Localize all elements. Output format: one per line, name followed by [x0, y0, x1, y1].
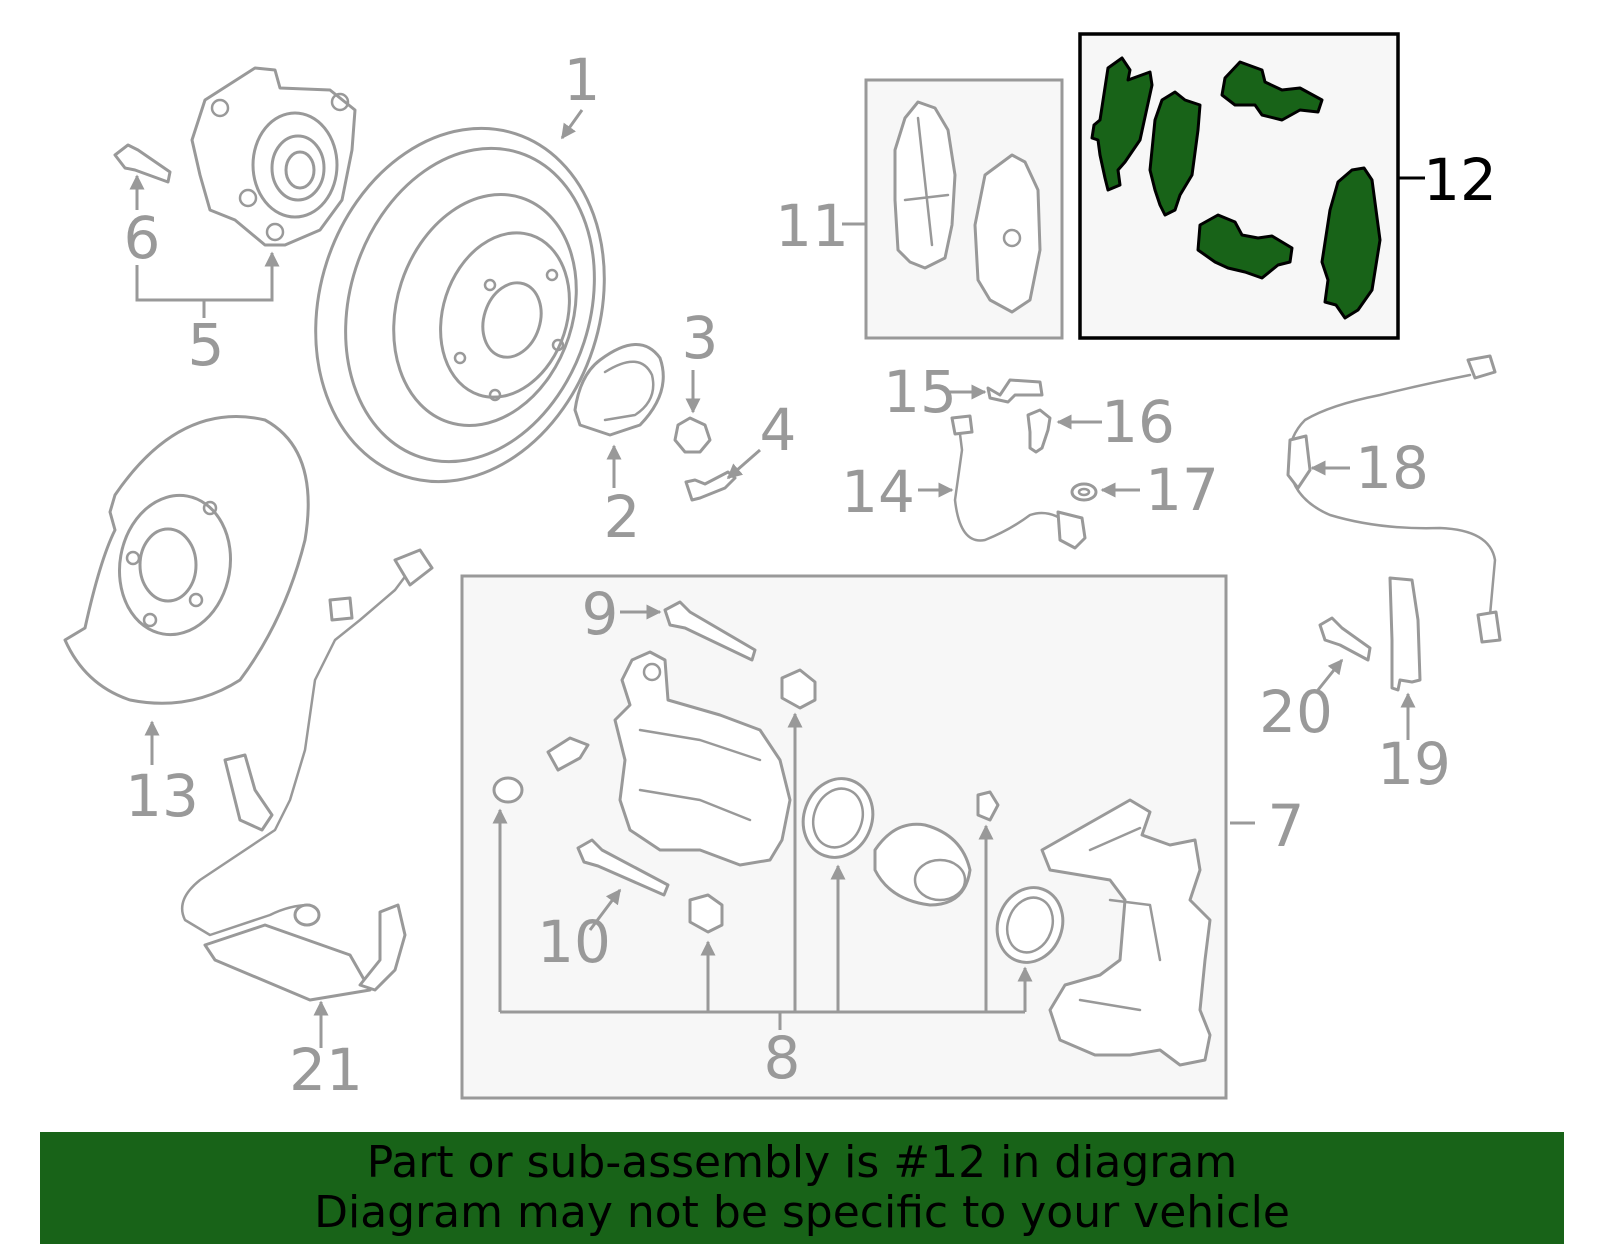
nut-part-3[interactable] — [673, 416, 712, 454]
brake-pad-kit-part-12[interactable] — [1090, 56, 1382, 320]
banner-line-1: Part or sub-assembly is #12 in diagram — [366, 1137, 1238, 1188]
callout-9: 9 — [582, 580, 619, 648]
callout-10: 10 — [537, 908, 611, 976]
callout-14: 14 — [841, 458, 915, 526]
callout-20: 20 — [1259, 678, 1333, 746]
guide-pin-part-9[interactable] — [663, 600, 757, 662]
callout-4: 4 — [760, 396, 797, 464]
caliper-housing-part-7[interactable] — [1040, 798, 1212, 1067]
callout-2: 2 — [604, 483, 641, 551]
callout-11: 11 — [775, 192, 849, 260]
callout-8: 8 — [764, 1024, 801, 1092]
guide-pin-part-10[interactable] — [576, 838, 670, 897]
callout-15: 15 — [883, 358, 957, 426]
callout-1: 1 — [564, 46, 601, 114]
callout-21: 21 — [289, 1036, 363, 1104]
callout-5: 5 — [188, 311, 225, 379]
dust-shield-part-13[interactable] — [63, 415, 310, 705]
callout-16: 16 — [1101, 388, 1175, 456]
callout-12: 12 — [1423, 146, 1497, 214]
callout-3: 3 — [682, 304, 719, 372]
brake-hose-part-14[interactable] — [950, 414, 1087, 550]
clip-part-4[interactable] — [684, 470, 737, 502]
seal-kit-part-8[interactable] — [492, 668, 1073, 972]
bolt-part-20[interactable] — [1318, 616, 1372, 662]
callout-13: 13 — [125, 762, 199, 830]
hub-bolt-part-6[interactable] — [113, 143, 172, 184]
bolt-part-16[interactable] — [1026, 408, 1052, 454]
washer-part-17[interactable] — [1070, 482, 1098, 502]
callout-6: 6 — [124, 204, 161, 272]
sensor-ring-part-2[interactable] — [573, 343, 665, 437]
abs-wire-part-21[interactable] — [180, 548, 434, 1002]
callout-7: 7 — [1268, 792, 1305, 860]
hub-bearing-part-5[interactable] — [190, 66, 357, 247]
bracket-part-19[interactable] — [1388, 576, 1422, 692]
callout-18: 18 — [1355, 434, 1429, 502]
brake-pads-part-11[interactable] — [893, 100, 1042, 314]
banner-line-2: Diagram may not be specific to your vehi… — [314, 1187, 1290, 1238]
callout-19: 19 — [1377, 730, 1451, 798]
callout-17: 17 — [1145, 456, 1219, 524]
clip-part-15[interactable] — [986, 378, 1044, 404]
caliper-bracket[interactable] — [613, 650, 792, 867]
brake-rotor-part-1[interactable] — [271, 91, 649, 520]
info-banner: Part or sub-assembly is #12 in diagram D… — [40, 1132, 1564, 1244]
wear-sensor-part-18[interactable] — [1286, 354, 1502, 644]
